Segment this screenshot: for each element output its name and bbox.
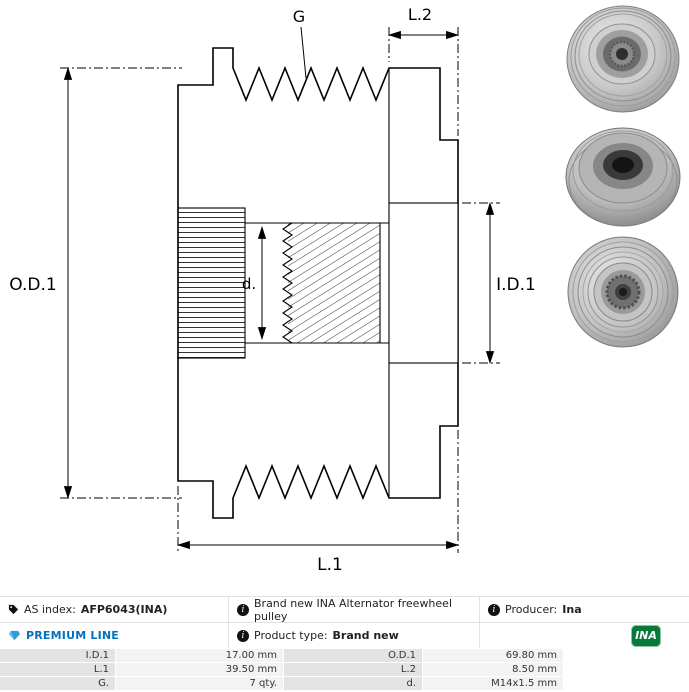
spec-value-cell: 8.50 mm	[423, 663, 563, 676]
pulley-photo-angle	[560, 119, 687, 231]
spec-table: I.D.1 17.00 mm O.D.1 69.80 mm L.1 39.50 …	[0, 649, 563, 690]
id1-label: I.D.1	[496, 275, 536, 295]
info-row-1: AS index: AFP6043(INA) Brand new INA Alt…	[0, 596, 689, 623]
spec-label-cell: I.D.1	[0, 649, 115, 662]
spec-value-cell: 69.80 mm	[423, 649, 563, 662]
dimension-l2: L.2	[387, 5, 460, 136]
spec-row: I.D.1 17.00 mm O.D.1 69.80 mm	[0, 649, 563, 662]
producer-value: Ina	[562, 603, 582, 616]
dimension-g: G	[293, 7, 307, 79]
spec-value-cell: 39.50 mm	[116, 663, 283, 676]
spec-row: L.1 39.50 mm L.2 8.50 mm	[0, 663, 563, 676]
threaded-bore-section	[245, 222, 389, 344]
dimension-od1: O.D.1	[9, 66, 182, 500]
premium-line-label: PREMIUM LINE	[26, 629, 120, 642]
pulley-photo-rear	[560, 236, 687, 348]
pulley-technical-drawing: O.D.1 I.D.1 L.2 G	[9, 5, 536, 575]
dimension-l1: L.1	[176, 430, 460, 575]
spline-hub-section	[177, 207, 246, 359]
description-cell: Brand new INA Alternator freewheel pulle…	[229, 596, 480, 623]
dimension-d: d.	[242, 225, 267, 341]
as-index-value: AFP6043(INA)	[80, 603, 168, 616]
product-type-value: Brand new	[332, 629, 399, 642]
dimension-id1: I.D.1	[462, 201, 536, 365]
d-label: d.	[242, 275, 256, 293]
thread-profile	[282, 222, 293, 344]
brand-logo-cell: INA	[480, 623, 689, 648]
l2-label: L.2	[408, 5, 432, 24]
product-type-cell: Product type: Brand new	[229, 623, 480, 648]
bearing-section	[388, 202, 459, 364]
spec-value-cell: M14x1.5 mm	[423, 677, 563, 690]
diamond-icon	[8, 630, 21, 641]
premium-line-cell: PREMIUM LINE	[0, 623, 229, 648]
spec-value-cell: 17.00 mm	[116, 649, 283, 662]
spec-label-cell: O.D.1	[284, 649, 422, 662]
product-type-label: Product type:	[254, 629, 328, 642]
info-icon	[237, 629, 249, 642]
producer-cell: Producer: Ina	[480, 597, 689, 622]
spec-label-cell: L.1	[0, 663, 115, 676]
g-label: G	[293, 7, 305, 26]
tag-icon	[8, 604, 19, 615]
ina-brand-logo: INA	[631, 624, 661, 647]
as-index-cell: AS index: AFP6043(INA)	[0, 597, 229, 622]
l1-label: L.1	[317, 555, 343, 575]
info-icon	[488, 603, 500, 616]
spec-label-cell: L.2	[284, 663, 422, 676]
product-photo-column	[560, 2, 688, 353]
od1-label: O.D.1	[9, 275, 56, 295]
info-row-2: PREMIUM LINE Product type: Brand new INA	[0, 622, 689, 648]
spec-row: G. 7 qty. d. M14x1.5 mm	[0, 677, 563, 690]
pulley-photo-front	[560, 2, 687, 114]
spec-label-cell: d.	[284, 677, 422, 690]
producer-label: Producer:	[505, 603, 558, 616]
spec-value-cell: 7 qty.	[116, 677, 283, 690]
info-icon	[237, 603, 249, 616]
as-index-label: AS index:	[24, 603, 76, 616]
spec-label-cell: G.	[0, 677, 115, 690]
product-info-section: AS index: AFP6043(INA) Brand new INA Alt…	[0, 596, 689, 690]
product-description: Brand new INA Alternator freewheel pulle…	[254, 596, 452, 623]
